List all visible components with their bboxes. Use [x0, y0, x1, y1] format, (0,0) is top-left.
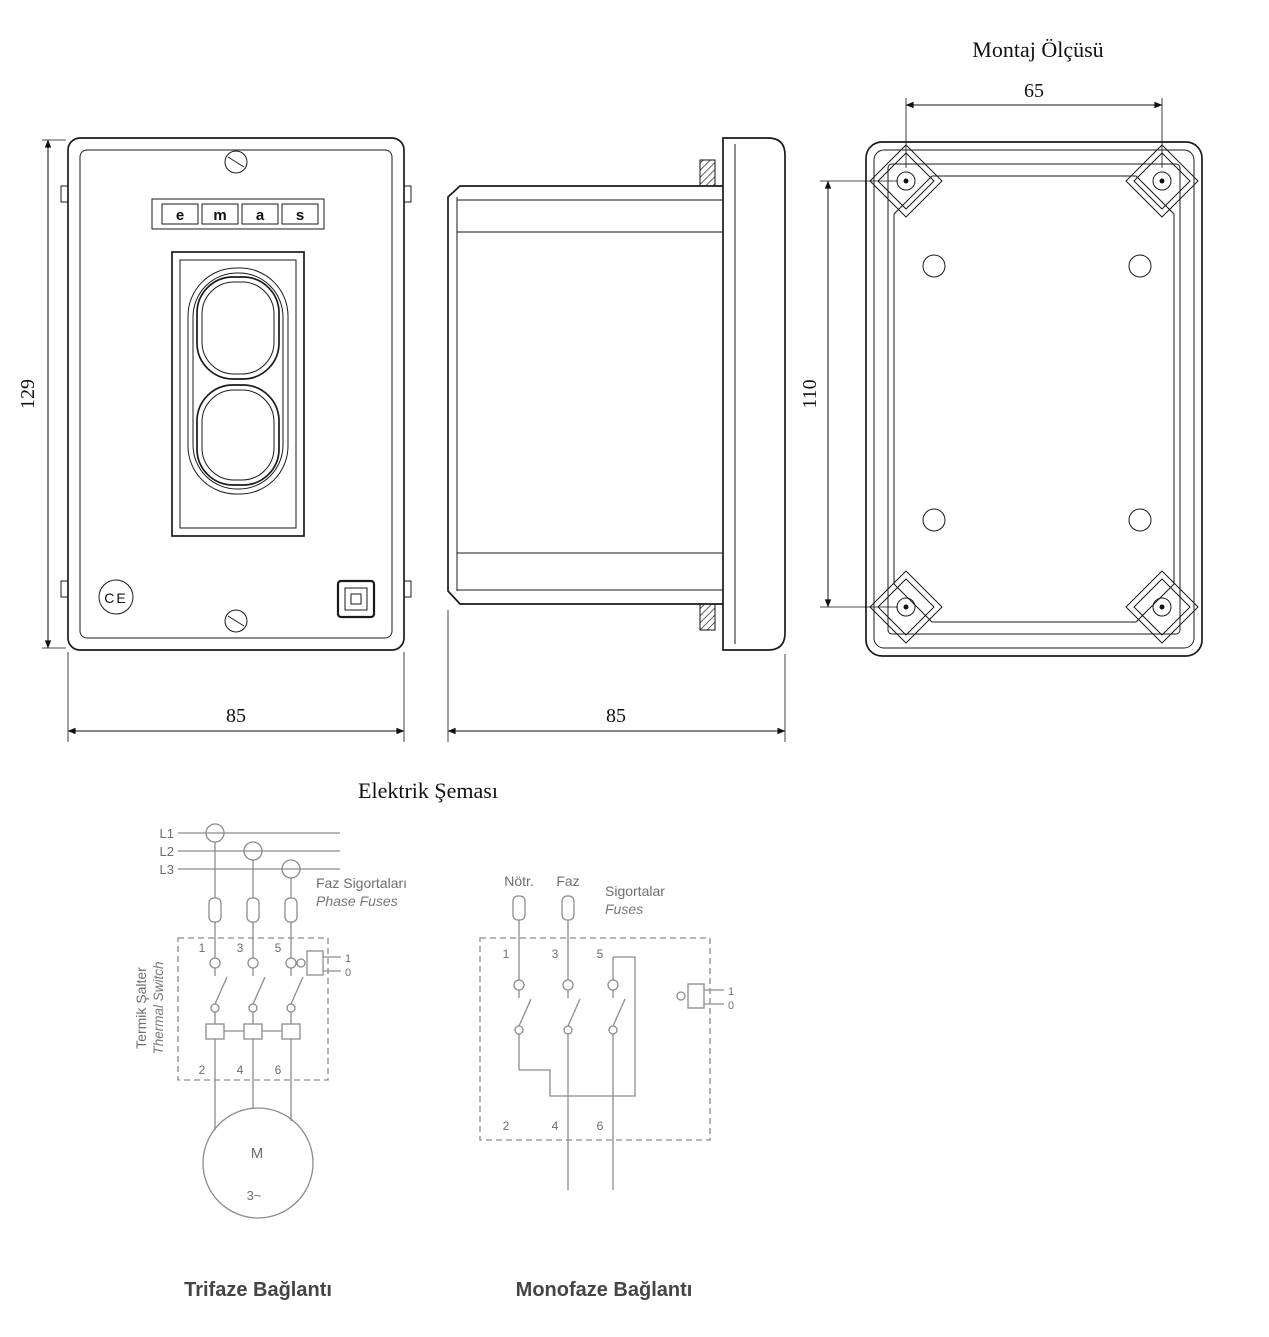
aux-contact: 1 0 — [676, 983, 734, 1012]
terminal-4: 4 — [237, 1063, 244, 1077]
push-button-assembly — [171, 251, 305, 537]
neutral-label: Nötr. — [504, 873, 534, 889]
mount-lug-top-right — [1125, 144, 1199, 218]
thermal-switch-label-en: Thermal Switch — [151, 961, 166, 1054]
single-phase-switch-box — [479, 937, 711, 1141]
fuses-label-en: Fuses — [605, 901, 643, 917]
terminal-6: 6 — [275, 1063, 282, 1077]
side-view: 85 — [447, 137, 786, 742]
thermal-switch-label-tr: Termik Şalter — [133, 967, 149, 1049]
dim-label-110: 110 — [799, 379, 821, 408]
side-top-bolt-icon — [694, 159, 722, 187]
dimension-mount-height: 110 — [799, 180, 898, 608]
mount-lug-bottom-right — [1125, 570, 1199, 644]
single-phase-caption: Monofaze Bağlantı — [516, 1279, 693, 1301]
phase-fuses-label-en: Phase Fuses — [316, 893, 398, 909]
ce-mark-text: CE — [104, 590, 127, 606]
back-view: Montaj Ölçüsü — [799, 37, 1203, 657]
dimension-front-width: 85 — [67, 652, 405, 742]
pole-1 — [205, 957, 228, 1080]
emas-logo: e m a s — [151, 198, 325, 230]
motor-symbol: M 3~ — [202, 1107, 314, 1219]
terminal-2: 2 — [199, 1063, 206, 1077]
fuse-icon — [561, 895, 575, 921]
terminal-5: 5 — [275, 941, 282, 955]
pole-2 — [243, 957, 266, 1080]
fuse-icon — [284, 897, 298, 923]
start-button — [196, 276, 280, 380]
pole-1 — [513, 979, 532, 1070]
aux-off-label: 0 — [345, 967, 351, 979]
pole-2 — [562, 979, 581, 1190]
dim-label-85-front: 85 — [226, 705, 246, 727]
brand-letter: s — [296, 207, 304, 224]
dimension-mount-width: 65 — [905, 80, 1163, 168]
terminal-4: 4 — [552, 1119, 559, 1133]
terminal-1: 1 — [503, 947, 510, 961]
terminal-6: 6 — [597, 1119, 604, 1133]
housing-hole — [922, 254, 946, 278]
aux-contact: 1 0 — [296, 950, 351, 979]
brand-letter: m — [213, 207, 226, 224]
fuse-icon — [246, 897, 260, 923]
housing-hole — [922, 508, 946, 532]
dim-label-129: 129 — [17, 379, 39, 409]
three-phase-diagram: L1 L2 L3 Faz Sigortaları Phase Fuses Ter… — [133, 823, 407, 1301]
mount-lug-bottom-left — [869, 570, 943, 644]
schematic-title: Elektrik Şeması — [358, 778, 498, 803]
aux-on-label: 1 — [345, 953, 351, 965]
terminal-3: 3 — [237, 941, 244, 955]
terminal-3: 3 — [552, 947, 559, 961]
dim-label-85-side: 85 — [606, 705, 626, 727]
brand-letter: e — [176, 207, 184, 224]
enclosure-outline — [67, 137, 405, 651]
phase-label: Faz — [556, 873, 579, 889]
motor-label: M — [251, 1145, 264, 1162]
series-jumper — [519, 956, 636, 1097]
aux-on-label: 1 — [728, 986, 734, 998]
front-view: e m a s CE — [17, 137, 412, 742]
thermal-switch-box — [177, 937, 329, 1081]
bottom-screw-icon — [224, 609, 248, 633]
terminal-5: 5 — [597, 947, 604, 961]
housing-hole — [1128, 508, 1152, 532]
stop-button — [196, 384, 280, 486]
side-plate — [722, 137, 786, 651]
phase-label-l3: L3 — [160, 862, 174, 877]
ce-mark-icon: CE — [98, 579, 134, 615]
motor-type-label: 3~ — [247, 1188, 262, 1203]
dim-label-65: 65 — [1024, 80, 1044, 102]
dimension-front-height: 129 — [17, 139, 66, 649]
housing-hole — [1128, 254, 1152, 278]
mount-lug-top-left — [869, 144, 943, 218]
fuse-icon — [208, 897, 222, 923]
dimension-side-depth: 85 — [447, 610, 786, 742]
top-screw-icon — [224, 150, 248, 174]
fuses-label-tr: Sigortalar — [605, 883, 665, 899]
three-phase-caption: Trifaze Bağlantı — [184, 1279, 332, 1301]
side-bottom-bolt-icon — [694, 603, 722, 631]
mounting-title: Montaj Ölçüsü — [972, 37, 1103, 62]
terminal-1: 1 — [199, 941, 206, 955]
phase-fuses-label-tr: Faz Sigortaları — [316, 875, 407, 891]
double-insulation-icon — [336, 579, 376, 619]
fuse-icon — [512, 895, 526, 921]
terminal-2: 2 — [503, 1119, 510, 1133]
single-phase-diagram: Nötr. Faz Sigortalar Fuses 1 3 5 — [479, 873, 734, 1301]
phase-label-l1: L1 — [160, 826, 174, 841]
pole-3 — [607, 957, 626, 1190]
pole-3 — [281, 957, 304, 1080]
brand-letter: a — [256, 207, 265, 224]
aux-off-label: 0 — [728, 1000, 734, 1012]
phase-label-l2: L2 — [160, 844, 174, 859]
